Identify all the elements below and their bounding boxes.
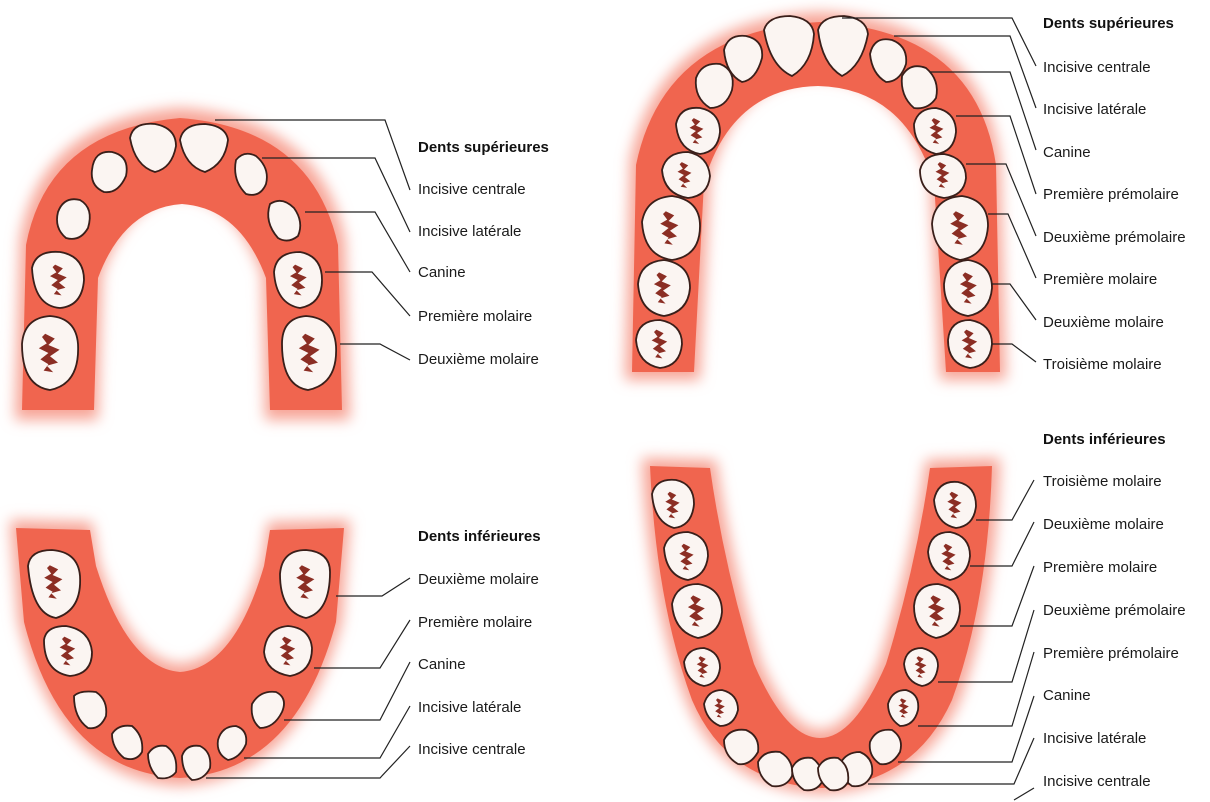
- label-permanent-lower-2: Deuxième molaire: [1043, 516, 1164, 533]
- primary-lower-labels: Dents inférieures Deuxième molaire Premi…: [418, 528, 541, 758]
- label-permanent-upper-2: Incisive latérale: [1043, 101, 1146, 118]
- leader-line: [340, 344, 410, 360]
- label-primary-upper-1: Incisive centrale: [418, 181, 526, 198]
- label-primary-upper-2: Incisive latérale: [418, 223, 521, 240]
- primary-upper-heading: Dents supérieures: [418, 139, 549, 156]
- primary-upper-labels: Dents supérieures Incisive centrale Inci…: [418, 139, 549, 368]
- leader-line: [1014, 788, 1034, 800]
- primary-lower-heading: Dents inférieures: [418, 528, 541, 545]
- label-permanent-upper-5: Deuxième prémolaire: [1043, 229, 1186, 246]
- label-primary-upper-5: Deuxième molaire: [418, 351, 539, 368]
- label-permanent-upper-7: Deuxième molaire: [1043, 314, 1164, 331]
- permanent-lower-labels: Dents inférieures Troisième molaire Deux…: [1043, 431, 1186, 790]
- label-permanent-lower-3: Première molaire: [1043, 559, 1157, 576]
- permanent-upper-heading: Dents supérieures: [1043, 15, 1174, 32]
- label-permanent-upper-4: Première prémolaire: [1043, 186, 1179, 203]
- label-primary-lower-4: Incisive latérale: [418, 699, 521, 716]
- permanent-lower-heading: Dents inférieures: [1043, 431, 1166, 448]
- label-permanent-lower-8: Incisive centrale: [1043, 773, 1151, 790]
- label-permanent-upper-3: Canine: [1043, 144, 1091, 161]
- label-primary-lower-2: Première molaire: [418, 614, 532, 631]
- label-permanent-lower-7: Incisive latérale: [1043, 730, 1146, 747]
- tooth-central-incisor-right: [182, 746, 210, 780]
- label-primary-upper-4: Première molaire: [418, 308, 532, 325]
- label-permanent-upper-6: Première molaire: [1043, 271, 1157, 288]
- label-permanent-upper-8: Troisième molaire: [1043, 356, 1162, 373]
- label-primary-lower-3: Canine: [418, 656, 466, 673]
- label-primary-lower-5: Incisive centrale: [418, 741, 526, 758]
- label-permanent-lower-4: Deuxième prémolaire: [1043, 602, 1186, 619]
- label-primary-upper-3: Canine: [418, 264, 466, 281]
- permanent-upper-labels: Dents supérieures Incisive centrale Inci…: [1043, 15, 1186, 373]
- label-permanent-lower-5: Première prémolaire: [1043, 645, 1179, 662]
- tooth-canine-left: [57, 199, 90, 239]
- label-primary-lower-1: Deuxième molaire: [418, 571, 539, 588]
- label-permanent-lower-1: Troisième molaire: [1043, 473, 1162, 490]
- leader-line: [336, 578, 410, 596]
- label-permanent-upper-1: Incisive centrale: [1043, 59, 1151, 76]
- label-permanent-lower-6: Canine: [1043, 687, 1091, 704]
